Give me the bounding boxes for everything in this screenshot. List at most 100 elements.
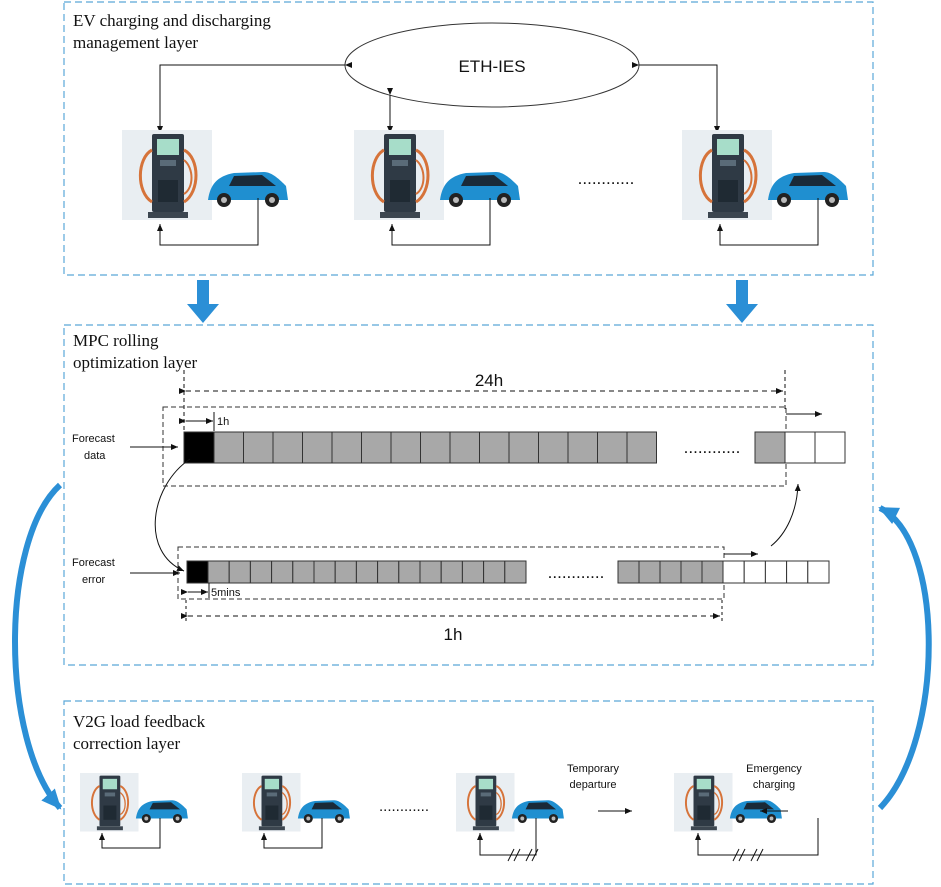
bottom-layer-frame xyxy=(63,700,874,885)
forecast-data-label: data xyxy=(84,450,106,462)
forecast-error-label: error xyxy=(82,574,106,586)
forecast-data-label: Forecast xyxy=(72,433,115,445)
down-arrow-right xyxy=(726,280,758,323)
ev-station-icon xyxy=(79,772,189,833)
down-arrow-left xyxy=(187,280,219,323)
timeline-cell xyxy=(567,431,598,464)
forecast-error-label: Forecast xyxy=(72,557,115,569)
cell-current-1h xyxy=(183,431,215,464)
break-mark xyxy=(531,848,539,862)
timeline-cell xyxy=(313,560,336,584)
forecast-data-row xyxy=(213,431,846,464)
feedback-link xyxy=(717,198,819,246)
future-cell xyxy=(784,431,816,464)
timeline-cell xyxy=(272,431,303,464)
timeline-cell xyxy=(508,431,539,464)
top-title-line1: EV charging and discharging xyxy=(73,11,271,30)
bottom-ellipsis: ............ xyxy=(379,798,429,815)
unit-5min-label: 5mins xyxy=(211,587,241,599)
timeline-cell xyxy=(207,560,230,584)
timeline-cell xyxy=(638,560,661,584)
top-ellipsis: ............ xyxy=(578,169,635,188)
bottom-title-line1: V2G load feedback xyxy=(73,712,206,731)
middle-title-line2: optimization layer xyxy=(73,353,198,372)
future-cell xyxy=(743,560,766,584)
timeline-cell xyxy=(355,560,379,584)
ev-station-icon xyxy=(241,772,351,833)
data-row-ellipsis: ............ xyxy=(684,438,741,457)
timeline-cell xyxy=(617,560,640,584)
timeline-cell xyxy=(361,431,392,464)
timeline-cell xyxy=(461,560,485,584)
hub-link-left xyxy=(157,62,352,133)
timeline-cell xyxy=(398,560,421,584)
timeline-cell xyxy=(271,560,294,584)
timeline-cell xyxy=(449,431,480,464)
break-mark xyxy=(738,848,746,862)
timeline-cell xyxy=(292,560,315,584)
timeline-cell xyxy=(228,560,251,584)
hub-label: ETH-IES xyxy=(458,57,525,76)
timeline-cell xyxy=(331,431,362,464)
feedback-arrow-right xyxy=(877,505,932,811)
top-layer-frame xyxy=(63,1,874,276)
timeline-cell xyxy=(538,431,569,464)
top-layer-title: EV charging and discharging management l… xyxy=(73,10,271,54)
broken-link-departure xyxy=(477,818,537,856)
ev-station-icon xyxy=(680,128,850,222)
refine-arrow xyxy=(154,458,191,572)
error-row-ellipsis: ............ xyxy=(548,563,605,582)
feedback-link xyxy=(389,198,491,246)
timeline-cell xyxy=(659,560,682,584)
timeline-cell xyxy=(249,560,273,584)
break-mark xyxy=(525,848,533,862)
bottom-layer-title: V2G load feedback correction layer xyxy=(73,711,205,755)
timeline-cell xyxy=(483,560,506,584)
timeline-cell xyxy=(597,431,628,464)
unit-1h-label: 1h xyxy=(217,416,229,428)
emergency-label: charging xyxy=(753,779,795,791)
cell-current-5min xyxy=(186,560,209,584)
future-cell xyxy=(807,560,830,584)
timeline-cell xyxy=(377,560,400,584)
timeline-cell xyxy=(440,560,463,584)
bottom-title-line2: correction layer xyxy=(73,734,181,753)
timeline-cell xyxy=(754,431,786,464)
top-title-line2: management layer xyxy=(73,33,199,52)
forecast-error-row xyxy=(207,560,830,584)
feedback-arrow-left xyxy=(12,482,63,810)
break-mark xyxy=(507,848,515,862)
feedback-link xyxy=(261,818,323,849)
feedback-link xyxy=(157,198,259,246)
timeline-cell xyxy=(701,560,724,584)
break-mark xyxy=(732,848,740,862)
ev-station-icon xyxy=(455,772,565,833)
ev-station-icon xyxy=(352,128,522,222)
timeline-cell xyxy=(479,431,510,464)
break-mark xyxy=(756,848,764,862)
timeline-cell xyxy=(420,431,451,464)
timeline-cell xyxy=(243,431,274,464)
break-mark xyxy=(513,848,521,862)
emergency-label: Emergency xyxy=(746,763,802,775)
broken-link-emergency xyxy=(695,818,819,856)
break-mark xyxy=(750,848,758,862)
update-arrow xyxy=(770,483,801,547)
timeline-cell xyxy=(390,431,421,464)
future-cell xyxy=(786,560,809,584)
timeline-cell xyxy=(626,431,657,464)
timeline-cell xyxy=(680,560,703,584)
timeline-cell xyxy=(419,560,442,584)
timeline-cell xyxy=(504,560,527,584)
ev-station-icon xyxy=(120,128,290,222)
future-cell xyxy=(764,560,788,584)
feedback-link xyxy=(99,818,161,849)
departure-label: Temporary xyxy=(567,763,619,775)
future-cell xyxy=(814,431,846,464)
span-24h-label: 24h xyxy=(475,371,503,390)
timeline-cell xyxy=(302,431,333,464)
span-1h-label: 1h xyxy=(444,625,463,644)
timeline-cell xyxy=(334,560,357,584)
hub-link-right xyxy=(632,62,720,133)
